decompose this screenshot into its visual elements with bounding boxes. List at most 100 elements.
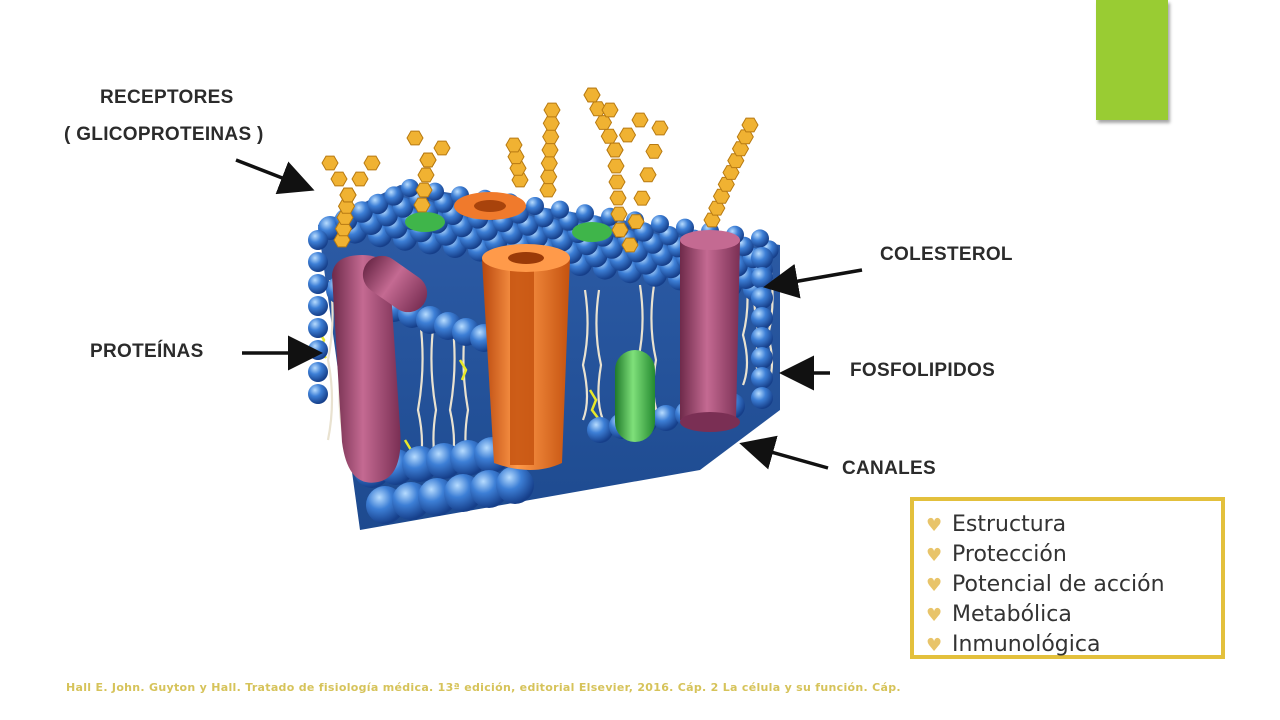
sugar-unit [330,171,348,187]
phospholipid-head [751,247,773,269]
label-proteins: PROTEÍNAS [90,341,204,362]
heart-bullet-icon: ♥ [926,575,943,596]
sugar-unit [541,142,559,158]
phospholipid-head [751,367,773,389]
sugar-unit [610,206,628,222]
sugar-unit [583,87,601,103]
sugar-unit [606,142,624,158]
phospholipid-head [576,204,594,223]
sugar-unit [594,115,613,130]
phospholipid-head [751,287,773,309]
sugar-unit [633,190,651,206]
sugar-unit [645,144,663,159]
phospholipid-head [651,215,669,233]
heart-bullet-icon: ♥ [926,515,943,536]
heart-bullet-icon: ♥ [926,545,943,566]
sugar-unit [601,102,619,118]
integral-protein-left [332,255,428,483]
sugar-unit [609,190,627,206]
sugar-unit [339,187,357,203]
phospholipid-head [351,201,373,223]
phospholipid-head [308,318,328,338]
sugar-unit [611,222,629,238]
sugar-unit [419,152,437,168]
label-cholesterol: COLESTEROL [880,244,1013,265]
functions-box: ♥Estructura ♥Protección ♥Potencial de ac… [910,497,1225,659]
sugar-unit [600,128,618,144]
accent-green-tab [1096,0,1168,120]
sugar-unit [540,155,558,171]
sugar-unit [540,169,558,185]
sugar-unit [509,160,527,176]
sugar-unit [507,149,525,165]
phospholipid-head [308,384,328,404]
phospholipid-head [384,186,404,206]
phospholipid-head [587,417,613,443]
phospholipid-head [751,327,773,349]
heart-bullet-icon: ♥ [926,605,943,626]
label-glycoproteins: ( GLICOPROTEINAS ) [64,124,264,145]
label-channels: CANALES [842,458,936,479]
phospholipid-head [308,252,328,272]
functions-list: ♥Estructura ♥Protección ♥Potencial de ac… [914,501,1221,660]
phospholipid-head [308,274,328,294]
channel-top-opening [454,192,526,220]
phospholipid-heads [308,179,779,524]
sugar-unit [505,137,523,153]
sugar-unit [543,102,561,118]
sugar-unit [542,129,560,145]
sugar-unit [415,182,433,198]
phospholipid-head [751,229,769,248]
sugar-unit [433,140,451,156]
heart-bullet-icon: ♥ [926,635,943,656]
phospholipid-head [308,296,328,316]
sugar-unit [417,167,435,183]
sugar-unit [351,171,369,187]
phospholipid-head [751,347,773,369]
peripheral-protein-green [405,212,655,442]
label-arrows [235,158,863,470]
sugar-unit [511,172,529,188]
sugar-unit [542,115,560,131]
phospholipid-head [526,197,544,215]
phospholipid-head [308,230,328,250]
sugar-unit [589,101,607,117]
sugar-unit [741,117,759,133]
function-item: ♥Protección [926,540,1221,570]
sugar-unit [363,155,381,171]
sugar-unit [627,214,645,229]
sugar-unit [406,130,424,146]
phospholipid-head [751,307,773,329]
label-receptors: RECEPTORES [100,87,234,108]
function-item: ♥Potencial de acción [926,570,1221,600]
phospholipid-head [367,193,389,215]
sugar-unit [607,158,625,174]
sugar-unit [631,112,649,128]
sugar-unit [651,120,669,136]
sugar-unit [413,197,431,213]
function-item: ♥Inmunológica [926,630,1221,660]
phospholipid-head [751,387,773,409]
citation-text: Hall E. John. Guyton y Hall. Tratado de … [66,681,901,694]
phospholipid-head [308,340,328,360]
phospholipid-head [308,362,328,382]
sugar-unit [639,167,657,183]
phospholipid-head [653,405,679,431]
glycoprotein-chains [321,87,759,253]
sugar-unit [321,155,339,171]
function-item: ♥Metabólica [926,600,1221,630]
sugar-unit [539,182,557,198]
sugar-unit [621,237,639,253]
phospholipid-head [676,218,694,237]
sugar-unit [618,127,637,143]
phospholipid-head [401,179,419,197]
phospholipid-head [751,267,773,289]
function-item: ♥Estructura [926,510,1221,540]
channel-protein [482,244,570,470]
sugar-unit [608,174,626,190]
label-phospholipids: FOSFOLIPIDOS [850,360,996,381]
phospholipid-head [496,466,534,504]
phospholipid-head [551,200,569,219]
integral-protein-right [680,230,740,432]
